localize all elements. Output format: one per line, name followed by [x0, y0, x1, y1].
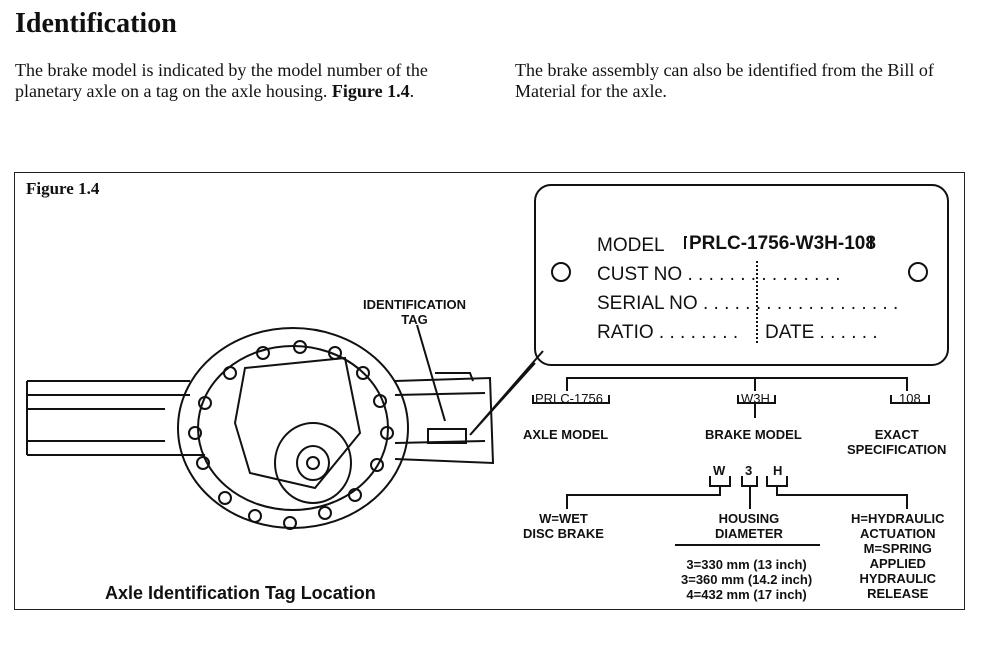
plate-model-value: PRLC-1756-W3H-108 [689, 233, 876, 254]
intro-left-text: The brake model is indicated by the mode… [15, 60, 428, 101]
axle-illustration [26, 184, 949, 546]
plate-serial-no: SERIAL NO . . . . . . . . . . . . . . . … [597, 293, 899, 314]
page-heading: Identification [15, 8, 177, 39]
brake-model-label: BRAKE MODEL [705, 427, 802, 442]
figure-caption: Axle Identification Tag Location [105, 583, 376, 603]
spec-code: 108 [899, 391, 921, 406]
intro-right-paragraph: The brake assembly can also be identifie… [515, 60, 934, 101]
plate-date: DATE . . . . . . [765, 322, 878, 343]
figure-label: Figure 1.4 [26, 179, 100, 198]
plate-model-label: MODEL [597, 235, 665, 256]
plate-ratio: RATIO . . . . . . . . [597, 322, 739, 343]
figure-box: Figure 1.4 [14, 172, 965, 610]
intro-left-paragraph: The brake model is indicated by the mode… [15, 60, 485, 102]
plate-cust-no: CUST NO . . . . . . . . . . . . . . . [597, 264, 841, 285]
intro-left-period: . [409, 81, 415, 101]
axle-model-label: AXLE MODEL [523, 427, 609, 442]
axle-code: PRLC-1756 [535, 391, 603, 406]
brake-code: W3H [741, 391, 770, 406]
letter-3: 3 [745, 463, 753, 478]
diameter-list: 3=330 mm (13 inch)3=360 mm (14.2 inch)4=… [681, 557, 813, 602]
letter-w: W [713, 463, 726, 478]
letter-h: H [773, 463, 783, 478]
figure-reference: Figure 1.4 [331, 81, 410, 101]
